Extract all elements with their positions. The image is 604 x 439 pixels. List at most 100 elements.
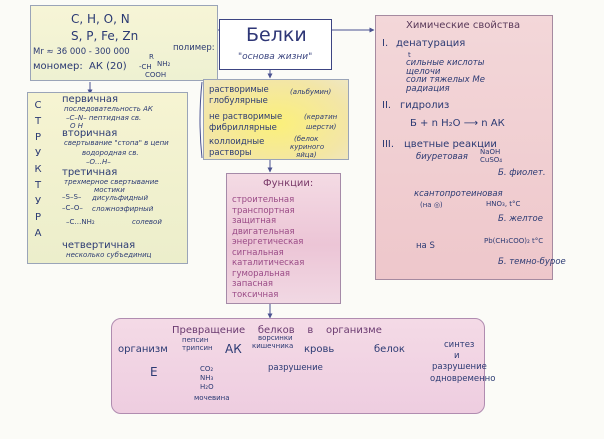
denat-item: сильные кислоты	[406, 58, 485, 68]
denat-item: радиация	[406, 83, 450, 94]
transform-nh3: NH₃	[200, 374, 214, 382]
molecular-mass: Mr ≈ 36 000 - 300 000	[33, 47, 130, 57]
solubility-keratin: (кератин	[304, 113, 338, 121]
biuret-label: биуретовая	[416, 152, 468, 162]
chemical-properties-box: Химические свойства I. денатурация t сил…	[375, 15, 566, 280]
formula-r: R	[149, 53, 154, 61]
hydro-num: II.	[382, 100, 392, 111]
structure-primary-bond-2: O H	[70, 122, 83, 130]
transform-intestine: кишечника	[252, 342, 294, 350]
center-title-box: Белки "основа жизни"	[219, 19, 332, 70]
structure-tertiary-salt: –C…NH₂	[66, 218, 95, 226]
functions-box: Функции: строительная транспортная защит…	[226, 173, 341, 304]
denat-num: I.	[382, 38, 389, 49]
transform-simultaneous: одновременно	[430, 374, 496, 384]
hydro-label: гидролиз	[400, 100, 450, 111]
solubility-egg: куриного	[290, 143, 325, 151]
xantho-result: Б. желтое	[498, 214, 543, 224]
color-num: III.	[382, 139, 395, 150]
elements-line-1: C, H, O, N	[71, 12, 130, 26]
denat-list: сильные кислоты щелочи соли тяжелых Ме р…	[406, 59, 485, 93]
structure-tertiary-ester: –C–O–	[62, 204, 83, 212]
sulfur-result: Б. темно-бурое	[498, 257, 566, 267]
denat-item: соли тяжелых Ме	[406, 75, 485, 85]
function-item: запасная	[232, 279, 274, 289]
composition-box: C, H, O, N S, P, Fe, Zn Mr ≈ 36 000 - 30…	[30, 5, 218, 81]
xantho-reagent: HNO₃, t°C	[486, 200, 521, 208]
page-subtitle: "основа жизни"	[238, 52, 313, 62]
structure-tertiary-ss-desc: дисульфидный	[92, 194, 149, 202]
structure-primary-bond: –C–N– пептидная св.	[66, 114, 142, 122]
solubility-globular: глобулярные	[209, 96, 268, 106]
structure-secondary-title: вторичная	[62, 128, 118, 139]
function-item: гуморальная	[232, 268, 291, 279]
structure-box	[27, 92, 188, 264]
transform-co2: CO₂	[200, 365, 214, 373]
monomer-formula: АК (20)	[89, 61, 127, 72]
solubility-solutions: растворы	[209, 148, 252, 158]
hydro-equation: Б + n H₂O ⟶ n АК	[410, 118, 505, 129]
biuret-result: Б. фиолет.	[498, 168, 546, 178]
transform-destruction: разрушение	[432, 362, 487, 372]
structure-primary-title: первичная	[62, 94, 119, 105]
transform-villi: ворсинки	[258, 334, 293, 342]
structure-primary-desc: последовательность АК	[64, 105, 153, 113]
sulfur-label: на S	[416, 241, 435, 251]
denat-t: t	[408, 51, 411, 59]
transform-decay: разрушение	[268, 363, 323, 373]
biuret-reagent-1: NaOH	[480, 148, 501, 156]
transform-and: и	[454, 351, 460, 361]
structure-side-label: С Т Р У К Т У Р А	[34, 100, 42, 239]
function-item: двигательная	[232, 226, 295, 237]
function-item: сигнальная	[232, 247, 284, 258]
functions-title: Функции:	[263, 178, 314, 189]
function-item: энергетическая	[232, 237, 304, 247]
monomer-label: мономер:	[33, 61, 83, 72]
transform-energy: E	[150, 365, 158, 379]
transform-urea: мочевина	[194, 394, 230, 402]
structure-quaternary-title: четвертичная	[62, 240, 136, 251]
structure-secondary-desc: свертывание "стопа" в цепи	[64, 139, 169, 147]
transform-ak: АК	[225, 342, 242, 356]
chemical-title: Химические свойства	[406, 20, 521, 31]
function-item: защитная	[232, 216, 277, 226]
solubility-soluble: растворимые	[209, 85, 269, 95]
solubility-wool: шерсти)	[306, 123, 337, 131]
structure-tertiary-desc: трехмерное свертывание	[64, 178, 159, 186]
formula-ch: -CH	[139, 63, 152, 71]
formula-cooh: COOH	[145, 71, 167, 79]
structure-tertiary-ss: –S–S–	[62, 193, 82, 201]
function-item: транспортная	[232, 205, 295, 216]
structure-tertiary-salt-desc: солевой	[132, 218, 162, 226]
functions-list: строительная транспортная защитная двига…	[232, 195, 304, 300]
transform-blood: кровь	[304, 344, 335, 355]
solubility-fibrillar: фибриллярные	[209, 123, 277, 133]
function-item: каталитическая	[232, 258, 305, 268]
xantho-sub: (на ◎)	[420, 201, 443, 209]
structure-secondary-bond-2: –O…H–	[86, 158, 111, 166]
transform-protein: белок	[374, 344, 405, 355]
sulfur-reagent: Pb(CH₃COO)₂ t°C	[484, 237, 544, 245]
transform-title: Превращение белков в организме	[172, 325, 382, 336]
function-item: строительная	[232, 195, 295, 205]
solubility-box: растворимые глобулярные (альбумин) не ра…	[203, 79, 349, 160]
color-label: цветные реакции	[404, 139, 497, 150]
structure-tertiary-bridge: мостики	[94, 186, 125, 194]
function-item: токсичная	[232, 289, 279, 300]
formula-nh2: NH₂	[157, 60, 171, 68]
transform-trypsin: трипсин	[182, 344, 213, 352]
structure-secondary-bond: водородная св.	[82, 149, 139, 157]
solubility-protein-egg: (белок	[294, 135, 319, 143]
transform-h2o: H₂O	[200, 383, 214, 391]
structure-tertiary-title: третичная	[62, 167, 118, 178]
solubility-insoluble: не растворимые	[209, 112, 283, 122]
elements-line-2: S, P, Fe, Zn	[71, 29, 139, 43]
page-title: Белки	[246, 24, 307, 46]
denat-label: денатурация	[396, 38, 466, 49]
biuret-reagent-2: CuSO₄	[480, 156, 503, 164]
transform-pepsin: пепсин	[182, 336, 209, 344]
transformation-box: Превращение белков в организме организм …	[111, 318, 495, 414]
structure-quaternary-desc: несколько субъединиц	[66, 251, 152, 259]
solubility-egg-2: яйца)	[296, 151, 317, 159]
transform-organism: организм	[118, 344, 168, 355]
